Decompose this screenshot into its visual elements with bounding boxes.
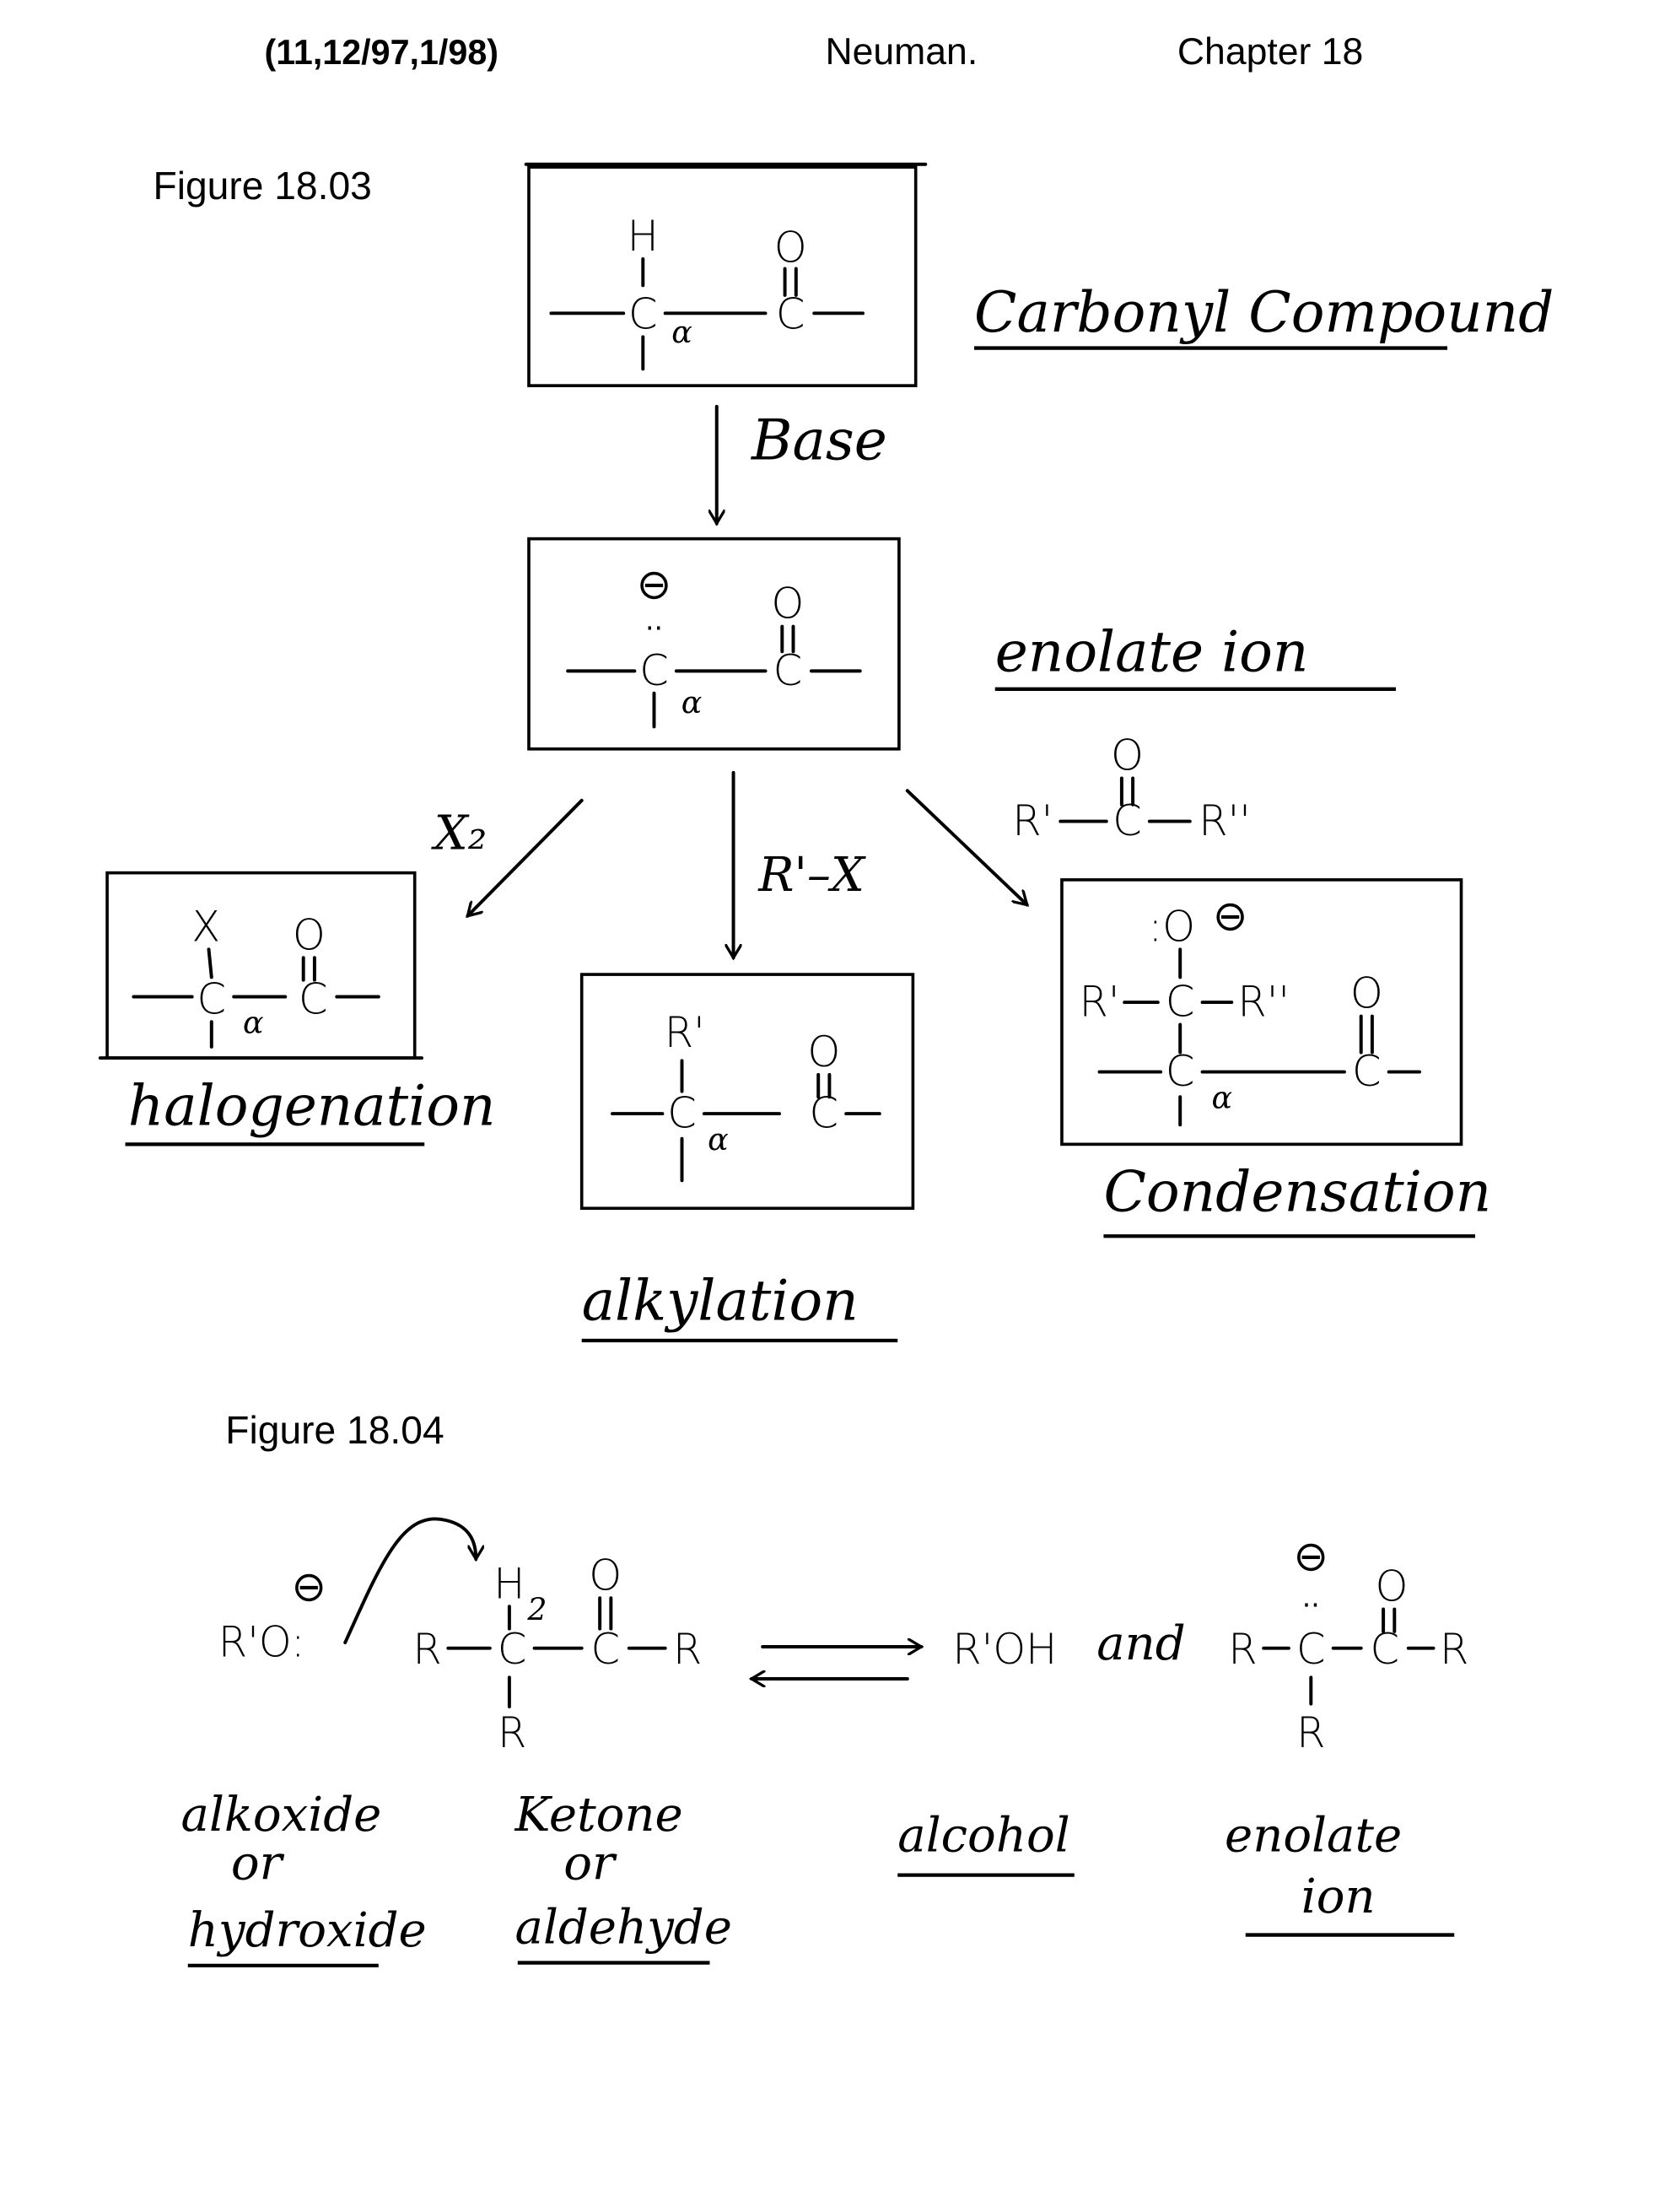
ketone-label: Ketone [514,1788,683,1842]
atom-r: R [1296,1708,1325,1757]
figure-1803-title: Figure 18.03 [154,164,372,208]
header-chapter: Chapter 18 [1177,31,1363,73]
carbonyl-compound-structure: H C α C O [524,162,928,387]
enolate-ion-structure: ⊖ ·· C α C O [527,537,901,751]
atom-o: O [1350,969,1383,1018]
atom-r: R [1440,1625,1468,1674]
alkyl-halide-label: R'–X [757,848,866,903]
atom-r: R [412,1625,441,1674]
atom-r: R [1228,1625,1257,1674]
atom-c: C [1112,796,1142,845]
enolate-ion-label: enolate ion [995,619,1309,684]
alkylation-label: alkylation [582,1268,859,1333]
x2-reagent-label: X₂ [431,807,487,861]
header-date-codes: (11,12/97,1/98) [265,33,499,72]
header-author: Neuman. [825,31,978,73]
atom-c-carbonyl: C [590,1625,620,1674]
or-word: or [231,1837,285,1891]
structure-box [1060,878,1463,1146]
atom-c-alpha: C [639,646,669,695]
alcohol-label: alcohol [897,1809,1069,1864]
carbonyl-reagent-structure: R' C R'' O [1012,731,1251,846]
atom-c-carbonyl: C [299,974,328,1023]
atom-c: C [1166,978,1195,1027]
alpha-label: α [681,684,703,720]
negative-charge-icon: ⊖ [1213,891,1247,940]
ion-label: ion [1301,1869,1376,1924]
alkoxide-structure: R'O: ⊖ [218,1562,326,1667]
structure-box [527,537,901,751]
atom-h: H [628,212,659,261]
atom-c-alpha: C [1296,1625,1326,1674]
atom-c-alpha: C [628,289,658,338]
alpha-label: α [708,1121,729,1157]
halogenation-label: halogenation [128,1073,496,1138]
base-label: Base [751,408,887,473]
atom-c-carbonyl: C [1352,1047,1382,1096]
alkylation-product-structure: R' C α C O [579,973,915,1211]
condensation-label: Condensation [1103,1160,1491,1225]
negative-charge-icon: ⊖ [292,1562,326,1611]
lone-pair-dots: ·· [1302,1589,1320,1621]
atom-c-alpha: C [1166,1047,1195,1096]
atom-c-carbonyl: C [810,1089,839,1138]
negative-charge-icon: ⊖ [637,560,671,609]
hydroxide-label: hydroxide [188,1903,427,1958]
lone-pair-dots: ·· [645,612,663,645]
equilibrium-arrows [752,1647,921,1679]
atom-r: R [498,1708,526,1757]
atom-o-lone-pair: :O [1148,902,1195,951]
atom-x: X [191,902,220,951]
and-word: and [1096,1616,1185,1671]
alkoxide-formula: R'O: [218,1618,305,1667]
bond [207,947,213,979]
carbonyl-compound-label: Carbonyl Compound [974,280,1554,345]
figure-1804-title: Figure 18.04 [225,1408,444,1452]
atom-r-prime: R' [665,1008,705,1057]
atom-o: O [774,223,807,272]
atom-c-carbonyl: C [776,289,805,338]
ketone-structure: R H 2 C C O R R [412,1551,702,1756]
structure-box [527,165,918,387]
atom-r-prime: R' [1079,978,1119,1027]
halogenation-arrow [467,798,584,916]
atom-r-prime: R' [1012,796,1053,845]
alpha-label: α [243,1004,264,1040]
structure-box [579,973,915,1211]
atom-c-alpha: C [667,1089,697,1138]
atom-c-alpha: C [498,1625,527,1674]
alcohol-formula: R'OH [952,1625,1057,1674]
condensation-arrow [905,789,1027,904]
atom-o: O [1111,731,1144,780]
halogenation-product-structure: X C α C O [98,871,423,1060]
atom-c-carbonyl: C [773,646,803,695]
atom-h: H [493,1559,525,1608]
alpha-label: α [1211,1079,1232,1115]
atom-r: R [673,1625,702,1674]
h2-subscript: 2 [526,1592,547,1628]
aldehyde-label: aldehyde [515,1900,732,1955]
atom-o: O [807,1028,840,1076]
or-word: or [563,1837,617,1891]
alpha-label: α [671,314,692,350]
atom-o: O [589,1551,622,1600]
enolate-product-structure: R ⊖ ·· C C O R R [1228,1531,1468,1757]
enolate-label: enolate [1225,1809,1402,1864]
atom-o: O [293,910,326,959]
atom-c-alpha: C [197,974,227,1023]
atom-r-double-prime: R'' [1237,978,1290,1027]
condensation-product-structure: :O ⊖ R' C R'' C α C O [1060,878,1463,1146]
atom-r-double-prime: R'' [1199,796,1251,845]
negative-charge-icon: ⊖ [1294,1531,1328,1580]
alkoxide-label: alkoxide [181,1788,382,1842]
atom-o: O [771,580,804,629]
curved-electron-arrow [343,1517,476,1645]
atom-o: O [1376,1562,1409,1611]
